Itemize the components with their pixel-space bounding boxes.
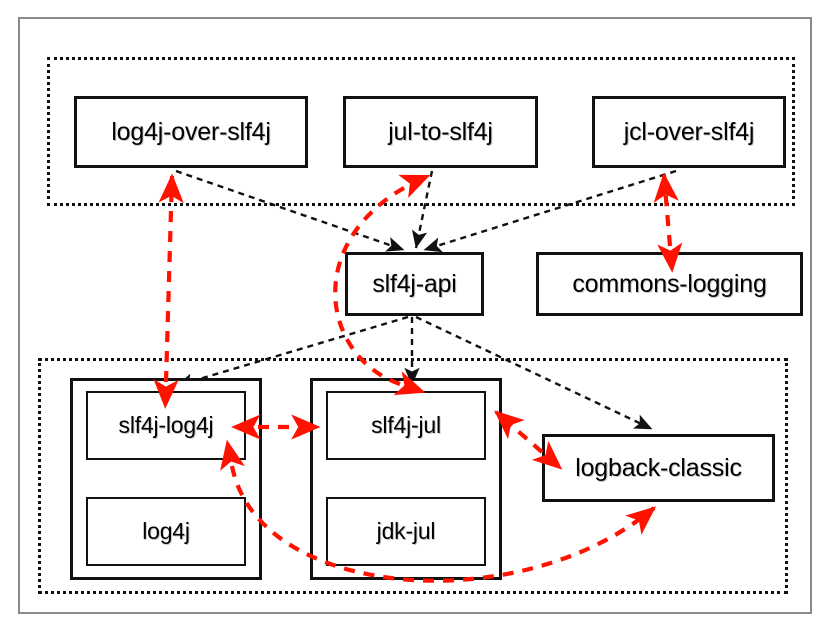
node-jul-to-slf4j[interactable]: jul-to-slf4j bbox=[343, 96, 538, 168]
node-commons-logging[interactable]: commons-logging bbox=[536, 252, 803, 316]
node-log4j[interactable]: log4j bbox=[86, 497, 246, 566]
node-jcl-over-slf4j[interactable]: jcl-over-slf4j bbox=[592, 96, 786, 168]
node-slf4j-log4j[interactable]: slf4j-log4j bbox=[86, 391, 246, 460]
node-slf4j-api[interactable]: slf4j-api bbox=[345, 252, 484, 316]
node-logback-classic[interactable]: logback-classic bbox=[542, 434, 775, 502]
node-jdk-jul[interactable]: jdk-jul bbox=[326, 497, 486, 566]
node-log4j-over-slf4j[interactable]: log4j-over-slf4j bbox=[74, 96, 308, 168]
node-slf4j-jul[interactable]: slf4j-jul bbox=[326, 391, 486, 460]
